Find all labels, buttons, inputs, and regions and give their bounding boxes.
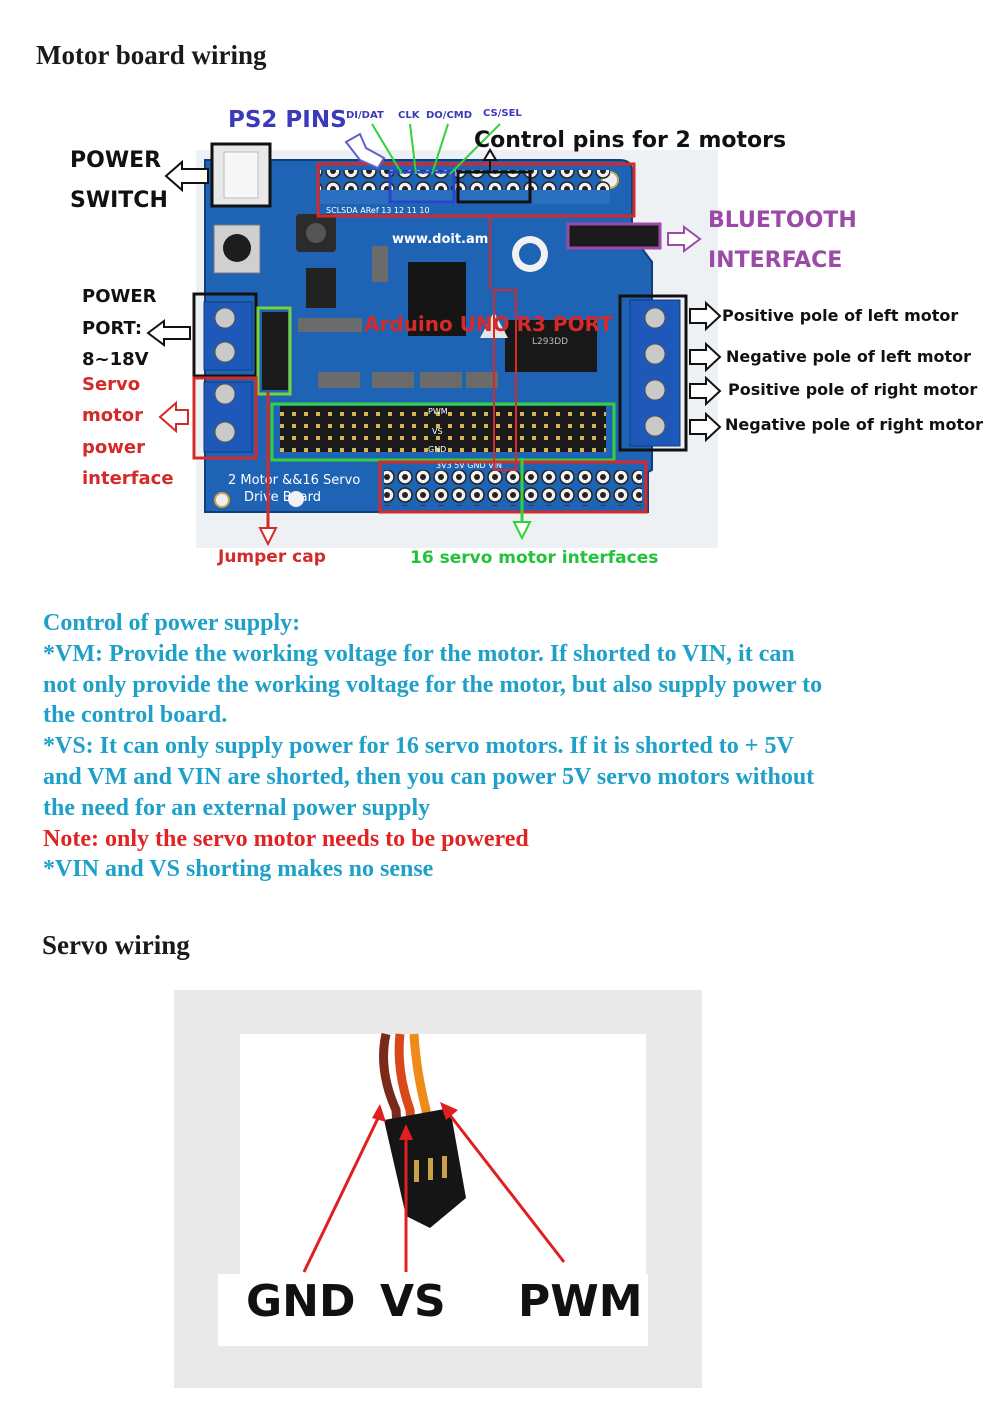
vm-line-1: *VM: Provide the working voltage for the…: [43, 640, 795, 667]
servo-power-label-3: power: [82, 437, 145, 458]
mcu-chip: [408, 262, 466, 336]
bluetooth-connector: [566, 222, 662, 250]
control-pins-label: Control pins for 2 motors: [474, 128, 787, 153]
servo-wiring-diagram: GND VS PWM: [174, 990, 702, 1388]
vs-label: VS: [380, 1276, 446, 1327]
motor-neg-right-label: Negative pole of right motor: [725, 415, 983, 434]
power-switch-arrow: [164, 159, 209, 193]
motor-pos-right-label: Positive pole of right motor: [728, 380, 978, 399]
power-port-arrow: [146, 319, 191, 347]
motor-board-diagram: SCLSDA ARef 13 12 11 10 L293DD www.doit.…: [146, 123, 722, 548]
motor-pos-left-label: Positive pole of left motor: [722, 306, 959, 325]
jumper-cap-label: Jumper cap: [218, 547, 326, 567]
jumper-header: [262, 312, 288, 390]
power-port-label-3: 8~18V: [82, 349, 149, 370]
vin-vs-line: *VIN and VS shorting makes no sense: [43, 856, 434, 883]
vs-line-3: the need for an external power supply: [43, 794, 431, 821]
power-supply-text: Control of power supply: *VM: Provide th…: [43, 608, 822, 885]
bluetooth-label-1: BLUETOOTH: [708, 208, 857, 233]
website-silkscreen: www.doit.am: [392, 232, 488, 247]
svg-text:PWM: PWM: [428, 407, 448, 416]
vm-line-3: the control board.: [43, 702, 228, 729]
gnd-label: GND: [246, 1276, 355, 1327]
power-port-label-1: POWER: [82, 286, 157, 307]
pwm-label: PWM: [518, 1276, 643, 1327]
header-silkscreen: SCLSDA ARef 13 12 11 10: [326, 206, 430, 215]
servo-pin-header: [280, 406, 606, 452]
vm-line-2: not only provide the working voltage for…: [43, 671, 823, 698]
vs-line-1: *VS: It can only supply power for 16 ser…: [43, 733, 794, 760]
servo-power-label-2: motor: [82, 405, 143, 426]
servo-interfaces-label: 16 servo motor interfaces: [410, 548, 659, 568]
bluetooth-label-2: INTERFACE: [708, 248, 843, 273]
pin-cs-label: CS/SEL: [483, 108, 522, 119]
servo-power-label-1: Servo: [82, 374, 141, 395]
bottom-header-sockets: [384, 470, 642, 506]
servo-power-label-4: interface: [82, 468, 174, 489]
power-switch-label-1: POWER: [70, 148, 162, 173]
svg-text:3V3 5V GND VIN: 3V3 5V GND VIN: [436, 461, 502, 470]
vs-line-2: and VM and VIN are shorted, then you can…: [43, 763, 815, 790]
arduino-port-label: Arduino UNO R3 PORT: [364, 312, 613, 336]
board-name-1: 2 Motor &&16 Servo: [228, 473, 360, 488]
power-switch-label-2: SWITCH: [70, 188, 168, 213]
pin-clk-label: CLK: [398, 110, 420, 121]
servo-wiring-title: Servo wiring: [42, 930, 190, 960]
svg-text:VS: VS: [432, 427, 443, 436]
power-port-label-2: PORT:: [82, 318, 143, 339]
svg-text:GND: GND: [428, 445, 446, 454]
svg-text:L293DD: L293DD: [532, 337, 568, 347]
pin-di-label: DI/DAT: [346, 110, 384, 121]
note-line: Note: only the servo motor needs to be p…: [43, 825, 529, 852]
ps2-pins-label: PS2 PINS: [228, 107, 347, 133]
top-header-sockets: [320, 170, 610, 190]
board-name-2: Drive Board: [244, 490, 321, 505]
motor-neg-left-label: Negative pole of left motor: [726, 347, 972, 366]
power-heading: Control of power supply:: [43, 610, 301, 636]
driver-chip: [505, 320, 597, 372]
motor-board-title: Motor board wiring: [36, 40, 267, 70]
pin-do-label: DO/CMD: [426, 110, 473, 121]
